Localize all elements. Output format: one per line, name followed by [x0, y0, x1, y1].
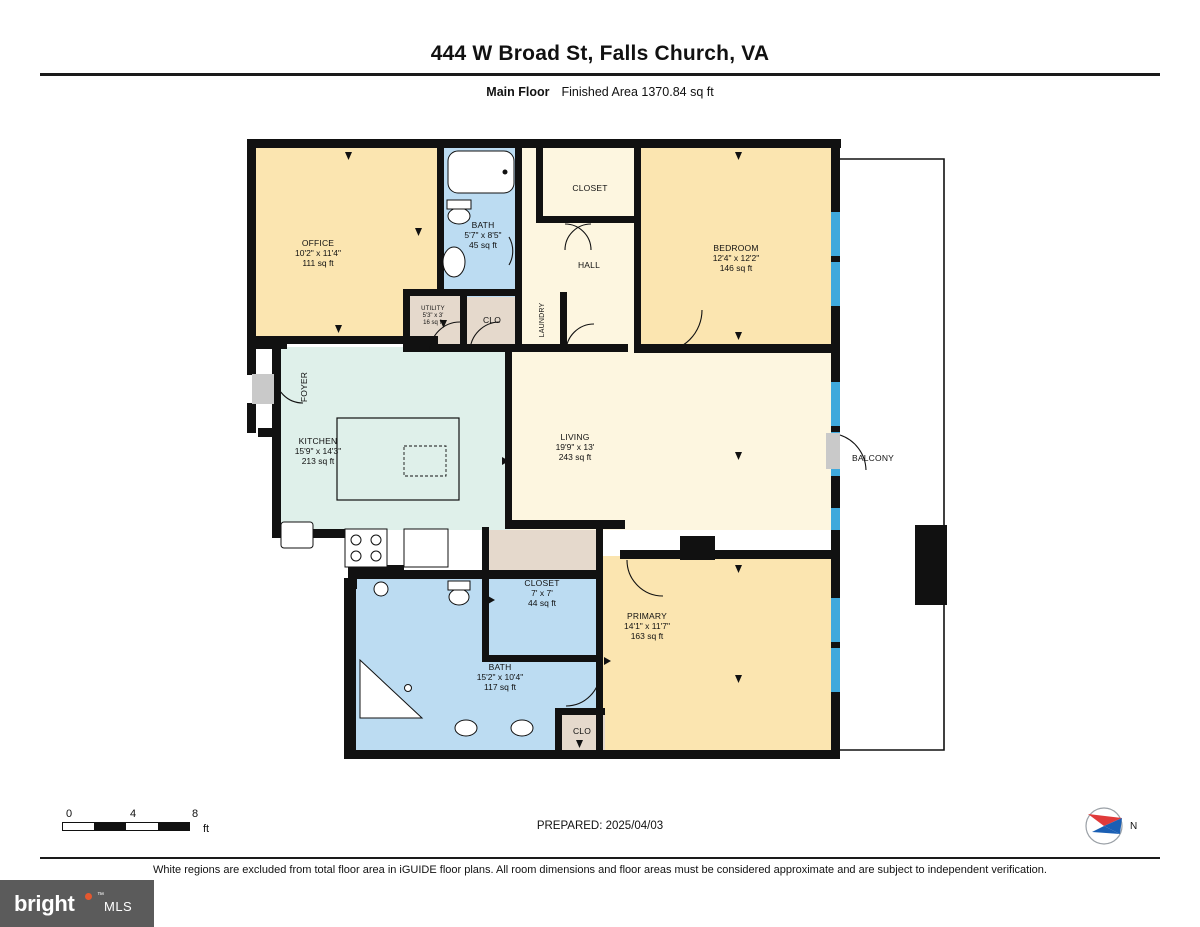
room-name-laundry: LAUNDRY: [539, 302, 546, 338]
room-name-clo-lower: CLO: [572, 726, 592, 736]
room-label-primary: PRIMARY 14'1" x 11'7" 163 sq ft: [592, 611, 702, 641]
area-label: Finished Area 1370.84 sq ft: [561, 85, 714, 99]
disclaimer-text: White regions are excluded from total fl…: [153, 864, 1047, 876]
compass-rose: N: [1078, 800, 1138, 852]
room-area-kitchen: 213 sq ft: [301, 456, 335, 466]
room-dims-office: 10'2" x 11'4": [295, 248, 341, 258]
room-name-closet-top: CLOSET: [572, 183, 608, 193]
room-label-balcony: BALCONY: [852, 453, 932, 463]
room-name-hall: HALL: [577, 260, 601, 270]
room-name-closet-primary: CLOSET: [524, 578, 560, 588]
room-label-bedroom: BEDROOM 12'4" x 12'2" 146 sq ft: [676, 243, 796, 273]
room-area-bedroom: 146 sq ft: [719, 263, 753, 273]
room-label-clo-lower: CLO: [558, 726, 606, 736]
scale-tick-0: 0: [66, 808, 73, 820]
room-name-bath-hall: BATH: [471, 220, 495, 230]
brightmls-logo: bright ™ MLS: [0, 880, 154, 927]
floorplan-drawing: [247, 139, 947, 759]
room-name-office: OFFICE: [301, 238, 335, 248]
scale-bar-segment-1: [94, 822, 126, 831]
header-divider: [40, 73, 1160, 76]
room-area-office: 111 sq ft: [302, 258, 334, 268]
room-dims-primary: 14'1" x 11'7": [624, 621, 670, 631]
scale-bar: [62, 822, 202, 836]
room-label-bath-primary: BATH 15'2" x 10'4" 117 sq ft: [450, 662, 550, 692]
room-area-living: 243 sq ft: [558, 452, 592, 462]
prepared-date: PREPARED: 2025/04/03: [536, 820, 664, 832]
room-name-primary: PRIMARY: [627, 611, 667, 621]
room-name-foyer: FOYER: [299, 371, 309, 403]
room-dims-bedroom: 12'4" x 12'2": [712, 253, 760, 263]
logo-trademark: ™: [97, 892, 104, 899]
scale-tick-4: 4: [130, 808, 137, 820]
room-area-utility: 16 sq ft: [423, 320, 443, 326]
room-label-laundry: LAUNDRY: [538, 290, 548, 350]
room-dims-bath-hall: 5'7" x 8'5": [464, 230, 502, 240]
room-name-living: LIVING: [560, 432, 590, 442]
room-label-hall: HALL: [546, 260, 632, 270]
logo-brand-text: bright: [14, 891, 75, 916]
scale-tick-labels: 0 4 8: [48, 808, 248, 822]
room-label-utility: UTILITY 5'3" x 3' 16 sq ft: [404, 306, 462, 327]
logo-dot-icon: [85, 893, 92, 900]
room-area-primary: 163 sq ft: [630, 631, 664, 641]
floor-subheading: Main Floor Finished Area 1370.84 sq ft: [0, 85, 1200, 99]
room-name-clo-upper: CLO: [482, 315, 502, 325]
room-dims-kitchen: 15'9" x 14'3": [294, 446, 342, 456]
room-label-office: OFFICE 10'2" x 11'4" 111 sq ft: [258, 238, 378, 268]
room-label-closet-primary: CLOSET 7' x 7' 44 sq ft: [487, 578, 597, 608]
room-area-closet-primary: 44 sq ft: [528, 598, 556, 608]
room-name-utility: UTILITY: [421, 306, 445, 312]
room-label-bath-hall: BATH 5'7" x 8'5" 45 sq ft: [443, 220, 523, 250]
room-name-bedroom: BEDROOM: [713, 243, 759, 253]
room-name-balcony: BALCONY: [852, 453, 895, 463]
room-dims-living: 19'9" x 13': [555, 442, 595, 452]
floor-label: Main Floor: [486, 85, 550, 99]
compass-north-label: N: [1130, 821, 1138, 832]
room-name-bath-primary: BATH: [488, 662, 512, 672]
room-dims-closet-primary: 7' x 7': [531, 588, 553, 598]
footer-divider: [40, 857, 1160, 859]
room-label-closet-top: CLOSET: [536, 183, 644, 193]
room-label-living: LIVING 19'9" x 13' 243 sq ft: [520, 432, 630, 462]
scale-unit-label: ft: [203, 823, 210, 835]
room-dims-utility: 5'3" x 3': [422, 313, 444, 319]
logo-suffix-text: MLS: [104, 899, 133, 914]
room-name-kitchen: KITCHEN: [298, 436, 338, 446]
scale-tick-8: 8: [192, 808, 199, 820]
scale-bar-segment-2: [158, 822, 190, 831]
room-label-clo-upper: CLO: [466, 315, 518, 325]
room-label-foyer: FOYER: [299, 357, 309, 417]
room-area-bath-primary: 117 sq ft: [484, 682, 516, 692]
room-dims-bath-primary: 15'2" x 10'4": [476, 672, 524, 682]
room-area-bath-hall: 45 sq ft: [469, 240, 497, 250]
page-title: 444 W Broad St, Falls Church, VA: [430, 42, 770, 65]
room-label-kitchen: KITCHEN 15'9" x 14'3" 213 sq ft: [273, 436, 363, 466]
